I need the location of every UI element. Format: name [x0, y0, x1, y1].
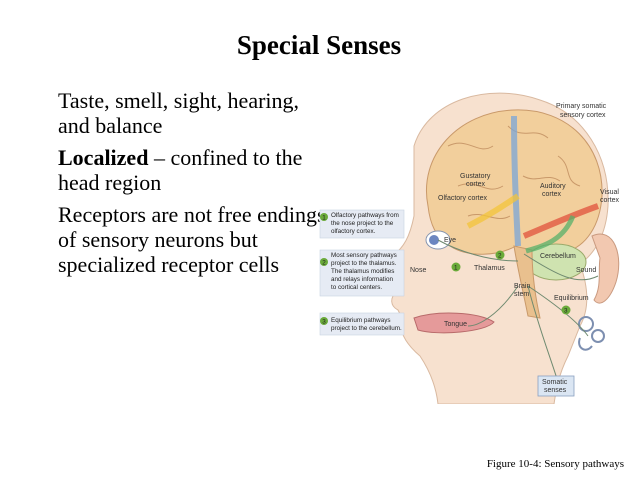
- bullet-list: Taste, smell, sight, hearing, and balanc…: [58, 88, 328, 284]
- label-eye: Eye: [444, 237, 456, 244]
- pathway-yellow: [466, 193, 520, 229]
- callout-2-line-1: Most sensory pathways: [331, 252, 397, 259]
- label-tongue: Tongue: [444, 321, 467, 328]
- callout-3-line-1: Equilibrium pathways: [331, 317, 391, 324]
- callout-3-line-2: project to the cerebellum.: [331, 325, 402, 332]
- label-gustatory-2: cortex: [466, 181, 486, 188]
- callout-1-badge: [320, 213, 328, 221]
- label-somatic-1: Somatic: [542, 379, 568, 386]
- eye-iris: [429, 235, 439, 245]
- label-primary-somatic-2: sensory cortex: [560, 112, 606, 119]
- callout-2-line-3: The thalamus modifies: [331, 268, 394, 275]
- label-cerebellum: Cerebellum: [540, 253, 576, 260]
- label-auditory-1: Auditory: [540, 183, 566, 190]
- pathway-red: [522, 203, 600, 239]
- label-gustatory-1: Gustatory: [460, 173, 491, 180]
- label-thalamus: Thalamus: [474, 265, 505, 272]
- callout-1-line-3: olfactory cortex.: [331, 228, 376, 235]
- callout-3: 3 Equilibrium pathways project to the ce…: [319, 312, 405, 336]
- label-equilibrium: Equilibrium: [554, 295, 589, 302]
- callout-1-line-1: Olfactory pathways from: [331, 212, 399, 219]
- figure-badge-2-number: 2: [498, 253, 502, 260]
- label-brain-stem-2: stem: [514, 291, 529, 298]
- callout-1: 1 Olfactory pathways from the nose proje…: [319, 209, 405, 239]
- label-sound: Sound: [576, 267, 596, 274]
- figure-badge-3-number: 3: [564, 308, 568, 315]
- figure-caption: Figure 10-4: Sensory pathways: [486, 458, 624, 470]
- label-primary-somatic-1: Primary somatic: [556, 103, 607, 110]
- callout-2-line-5: to cortical centers.: [331, 284, 382, 291]
- bullet-localized-text: – confined to the head region: [58, 145, 303, 195]
- label-auditory-2: cortex: [542, 191, 562, 198]
- tongue: [413, 312, 495, 334]
- callout-2-line-2: project to the thalamus.: [331, 260, 397, 267]
- figure-badge-2: 2: [495, 250, 505, 260]
- figure-badge-3: 3: [561, 305, 571, 315]
- callout-1-number: 1: [322, 215, 326, 222]
- callout-2: 2 Most sensory pathways project to the t…: [319, 249, 405, 297]
- label-visual-2: cortex: [600, 197, 620, 204]
- label-somatic-2: senses: [544, 387, 567, 394]
- figure-badge-1-number: 1: [454, 265, 458, 272]
- callout-2-badge: [320, 258, 328, 266]
- label-olfactory: Olfactory cortex: [438, 195, 488, 202]
- bullet-receptors: Receptors are not free endings of sensor…: [58, 202, 326, 277]
- callout-2-number: 2: [322, 260, 326, 267]
- brain-stem: [513, 245, 541, 319]
- label-visual-1: Visual: [600, 189, 619, 196]
- bullet-localized-bold: Localized: [58, 145, 149, 170]
- bullet-senses: Taste, smell, sight, hearing, and balanc…: [58, 88, 300, 138]
- bullet-localized: Localized – confined to the head region: [58, 145, 328, 195]
- label-brain-stem-1: Brain: [514, 283, 530, 290]
- inner-ear: [578, 316, 605, 351]
- figure-badge-1: 1: [451, 262, 461, 272]
- ear: [591, 233, 620, 304]
- callout-3-number: 3: [322, 319, 326, 326]
- slide-title: Special Senses: [236, 30, 402, 60]
- callout-2-line-4: and relays information: [331, 276, 393, 283]
- label-nose: Nose: [410, 267, 426, 274]
- pathway-green: [525, 214, 576, 254]
- somatic-senses-box: [537, 375, 575, 397]
- sensory-pathways-figure: Primary somatic sensory cortex Gustatory…: [319, 92, 620, 404]
- callout-1-line-2: the nose project to the: [331, 220, 394, 227]
- pathway-blue: [511, 115, 521, 247]
- brain-gyri: [447, 125, 581, 220]
- callout-3-badge: [320, 317, 328, 325]
